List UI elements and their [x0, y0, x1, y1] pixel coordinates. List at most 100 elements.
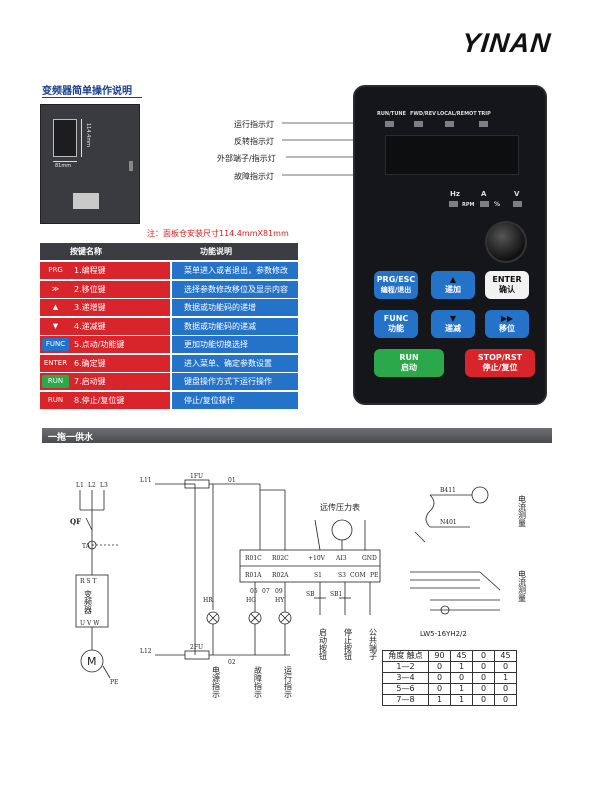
- contact-angle-cell: 0: [472, 683, 495, 695]
- down-key[interactable]: ▼ 递减: [431, 310, 475, 338]
- caption-stop-button: 停止按钮: [344, 627, 353, 661]
- contact-angle-cell: 1: [450, 694, 473, 706]
- key-name: 5.点动/功能键: [74, 340, 125, 349]
- term-r02a: R02A: [272, 572, 289, 579]
- key-badge: ▼: [42, 319, 69, 333]
- node-b411: B411: [440, 487, 456, 494]
- lamp-hr: HR: [203, 597, 213, 604]
- key-description: 菜单进入或者退出，参数修改: [184, 266, 288, 275]
- contact-angle-cell: 0: [494, 683, 517, 695]
- inverter-output-terminals: U V W: [80, 620, 100, 627]
- node-n401: N401: [440, 519, 457, 526]
- current-measure-label-2: 电流测量: [518, 569, 527, 602]
- dimension-height-label: 114.4mm: [85, 123, 91, 148]
- contact-angle-cell: 0: [494, 661, 517, 673]
- key-table-row: ≫ 2.移位键 选择参数修改移位及显示内容: [40, 280, 298, 298]
- key-description: 数据或功能码的递减: [184, 321, 256, 331]
- prg-esc-key[interactable]: PRG/ESC 编程/退出: [374, 271, 418, 299]
- unit-rpm: RPM: [462, 202, 475, 208]
- install-note: 注：面板仓安装尺寸114.4mmX81mm: [147, 229, 289, 238]
- key-desc-cell: [172, 336, 298, 353]
- shift-key[interactable]: ▶▶ 移位: [485, 310, 529, 338]
- term-10v: +10V: [308, 555, 326, 562]
- led-fwd: [414, 121, 423, 127]
- selector-model: LW5-16YH2/2: [420, 630, 467, 638]
- node-09: 09: [275, 588, 283, 595]
- key-name-cell: [40, 391, 170, 409]
- term-s1: S1: [314, 572, 322, 579]
- contact-angle-cell: 0: [428, 683, 451, 695]
- unit-hz: Hz: [450, 190, 460, 198]
- up-key[interactable]: ▲ 递加: [431, 271, 475, 299]
- key-table-row: ▲3.递增键数据或功能码的递增: [40, 299, 298, 316]
- caption-fault: 故障指示: [254, 665, 263, 698]
- key-name: 6.确定键: [74, 358, 106, 368]
- contact-angle-cell: 1: [428, 694, 451, 706]
- breaker-qf: QF: [70, 517, 81, 526]
- contact-angle-cell: 1—2: [382, 661, 429, 673]
- key-name-cell: [40, 280, 170, 298]
- func-key-label: FUNC: [383, 314, 409, 323]
- switch-sb: SB: [306, 591, 315, 598]
- key-name: 8.停止/复位键: [74, 395, 125, 405]
- key-desc-cell: [172, 391, 298, 409]
- run-key[interactable]: RUN 启动: [374, 349, 444, 377]
- key-description: 键盘操作方式下运行操作: [184, 377, 272, 386]
- unit-percent: %: [494, 201, 501, 208]
- callout-run-indicator: 运行指示灯: [234, 120, 274, 129]
- fuse-2fu: 2FU: [190, 644, 203, 651]
- key-name-header: 按键名称: [70, 247, 102, 256]
- potentiometer-knob[interactable]: [485, 221, 527, 263]
- unit-a: A: [481, 190, 487, 198]
- lamp-hg: HG: [246, 597, 256, 604]
- contact-angle-cell: 0: [450, 672, 473, 684]
- term-gnd: GND: [362, 555, 377, 562]
- key-name: 2.移位键: [74, 284, 106, 294]
- key-desc-cell: [172, 280, 298, 298]
- key-description: 更加功能切换选择: [184, 340, 248, 349]
- key-badge: ≫: [42, 282, 69, 296]
- phase-l1: L1: [76, 482, 84, 489]
- shift-arrow-icon: ▶▶: [500, 314, 514, 323]
- stop-reset-key[interactable]: STOP/RST 停止/复位: [465, 349, 535, 377]
- down-arrow-icon: ▼: [449, 314, 457, 323]
- key-badge: RUN: [42, 375, 69, 388]
- contact-angle-cell: 0: [472, 672, 495, 684]
- key-badge: PRG: [42, 264, 69, 277]
- term-ai3: AI3: [335, 555, 347, 562]
- run-key-sublabel: 启动: [401, 363, 417, 372]
- key-name-cell: [40, 373, 170, 390]
- contact-angle-cell: 0: [494, 694, 517, 706]
- line-l11: L11: [140, 477, 152, 484]
- led-hz: [449, 201, 458, 207]
- inverter-input-terminals: R S T: [80, 578, 96, 585]
- key-table-row: ▼4.递减键数据或功能码的递减: [40, 317, 298, 335]
- func-key[interactable]: FUNC 功能: [374, 310, 418, 338]
- key-description: 选择参数修改移位及显示内容: [184, 284, 288, 294]
- run-key-label: RUN: [399, 353, 419, 362]
- section-divider: [42, 97, 142, 98]
- shift-key-label: 移位: [499, 324, 515, 333]
- dimension-height: [81, 119, 82, 157]
- enter-key[interactable]: ENTER 确认: [485, 271, 529, 299]
- node-07: 07: [262, 588, 270, 595]
- key-description: 停止/复位操作: [184, 395, 235, 405]
- stop-key-label: STOP/RST: [477, 353, 523, 362]
- contact-angle-cell: 0: [472, 694, 495, 706]
- enter-key-sublabel: 确认: [499, 285, 515, 294]
- pressure-gauge-label: 远传压力表: [320, 502, 360, 512]
- panel-cutout: [53, 119, 77, 157]
- indicator-label-trip: TRIP: [478, 111, 491, 117]
- motor-label: M: [87, 655, 97, 668]
- phase-l3: L3: [100, 482, 108, 489]
- contact-angle-cell: 1: [450, 661, 473, 673]
- caption-common-terminal: 公共端子: [369, 628, 378, 660]
- indicator-label-fwd: FWD/REV: [410, 111, 437, 117]
- led-local: [445, 121, 454, 127]
- cabinet-image: 114.4mm 81mm: [40, 104, 140, 224]
- term-r01c: R01C: [245, 555, 262, 562]
